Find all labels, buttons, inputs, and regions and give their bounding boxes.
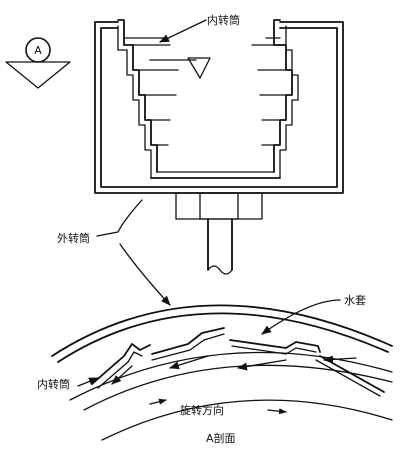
section-view-arcs bbox=[51, 304, 393, 441]
flow-arrows bbox=[111, 355, 357, 385]
label-outer-drum: 外转筒 bbox=[57, 231, 90, 245]
section-view-baffles bbox=[91, 327, 385, 397]
label-water-layer: 水套 bbox=[344, 294, 366, 307]
section-marker-letter: A bbox=[34, 44, 42, 57]
inner-drum-stepped-cone bbox=[117, 19, 299, 179]
section-marker: A bbox=[5, 37, 71, 89]
rotation-arrows bbox=[149, 398, 287, 415]
label-section-title: A剖面 bbox=[206, 431, 236, 445]
label-inner-drum-top: 内转筒 bbox=[207, 13, 240, 27]
label-inner-drum-section: 内转筒 bbox=[37, 377, 70, 391]
drive-shaft bbox=[175, 192, 263, 275]
label-rotation-direction: 旋转方向 bbox=[180, 403, 224, 417]
